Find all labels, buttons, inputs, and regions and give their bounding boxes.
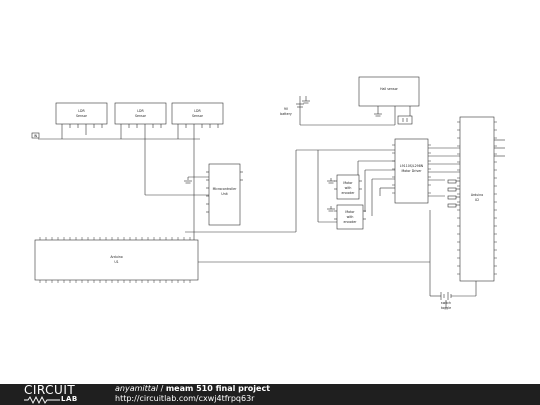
motor-driver-label-1: L9110S/L298N — [400, 164, 424, 168]
battery-label-1: 9V — [284, 107, 289, 111]
ldr1-label-1: LDR — [78, 109, 85, 113]
motor1-label-2: with — [345, 186, 352, 190]
motor-driver-label-2: Motor Driver — [401, 169, 422, 173]
switch-array[interactable] — [447, 179, 457, 208]
project-url[interactable]: http://circuitlab.com/cxwj4tfrpq63r — [115, 394, 255, 403]
ldr-sensor-3[interactable] — [171, 102, 224, 128]
arduino-left-label-2: U1 — [114, 260, 118, 264]
micro-label-1: Microcontroller — [213, 187, 237, 191]
microcontroller-unit[interactable] — [206, 163, 243, 226]
switch-label-1: switch — [441, 301, 451, 305]
motor2-label-1: Motor — [345, 210, 355, 214]
motor2-label-3: encoder — [344, 220, 358, 224]
ldr3-label-2: Sensor — [192, 114, 204, 118]
ldr3-label-1: LDR — [194, 109, 201, 113]
hall-sensor-label: Hall sensor — [380, 87, 398, 91]
in-connector[interactable] — [31, 132, 40, 139]
footer-bar: CIRCUIT LAB anyamittal / meam 510 final … — [0, 384, 540, 405]
circuitlab-logo[interactable]: CIRCUIT LAB — [24, 383, 94, 404]
motor2-label-2: with — [347, 215, 354, 219]
author-link[interactable]: anyamittal — [115, 384, 159, 393]
arduino-right-label-2: U2 — [475, 198, 479, 202]
logo-circuit-text: CIRCUIT — [24, 383, 76, 397]
project-credit: anyamittal / meam 510 final project — [115, 384, 270, 394]
project-title: meam 510 final project — [165, 384, 271, 393]
motor1-label-1: Motor — [343, 181, 353, 185]
ldr2-label-1: LDR — [137, 109, 144, 113]
ldr2-label-2: Sensor — [135, 114, 147, 118]
ldr-sensor-2[interactable] — [114, 102, 167, 128]
credit-separator: / — [158, 384, 166, 393]
arduino-left-label-1: Arduino — [110, 255, 122, 259]
in-label: IN — [34, 134, 38, 138]
battery-label-2: battery — [280, 112, 292, 116]
pin-header[interactable] — [494, 139, 505, 157]
hall-sensor[interactable] — [358, 76, 420, 110]
ldr1-label-2: Sensor — [76, 114, 88, 118]
schematic-diagram: LDR Sensor LDR Sensor LDR Sensor Microco… — [31, 76, 505, 310]
arduino-left[interactable] — [34, 239, 199, 281]
logo-lab-text: LAB — [61, 395, 78, 403]
ldr-sensor-1[interactable] — [55, 102, 108, 128]
arduino-right-label-1: Arduino — [471, 193, 483, 197]
motor-encoder-2[interactable] — [334, 204, 366, 230]
arduino-right[interactable] — [459, 116, 495, 282]
waveform-icon — [24, 396, 60, 404]
motor-driver[interactable] — [394, 138, 429, 204]
motor1-label-3: encoder — [342, 191, 356, 195]
schematic-canvas: LDR Sensor LDR Sensor LDR Sensor Microco… — [31, 76, 505, 310]
micro-label-2: Unit — [221, 192, 228, 196]
switch-label-2: toggle — [441, 306, 451, 310]
